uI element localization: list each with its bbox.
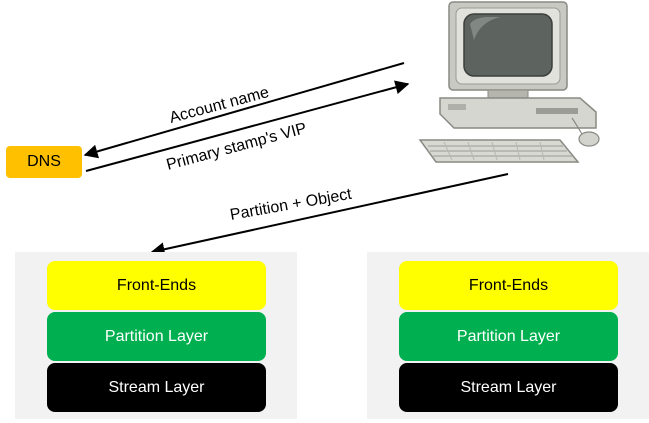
account-name-arrow [83, 62, 405, 159]
dns-box: DNS [6, 146, 82, 178]
dns-label: DNS [27, 153, 61, 170]
partition-object-arrow [150, 173, 509, 257]
storage-stamp-primary: Front-Ends Partition Layer Stream Layer [15, 252, 297, 419]
partition-object-label: Partition + Object [229, 186, 354, 224]
stream-layer: Stream Layer [47, 363, 266, 412]
front-ends-layer: Front-Ends [399, 261, 618, 310]
storage-stamp-secondary: Front-Ends Partition Layer Stream Layer [367, 252, 649, 419]
partition-layer: Partition Layer [47, 312, 266, 361]
stream-layer-label: Stream Layer [460, 378, 557, 396]
partition-layer-label: Partition Layer [104, 327, 209, 345]
partition-layer-label: Partition Layer [456, 327, 561, 345]
primary-vip-label: Primary stamp's VIP [165, 120, 309, 174]
computer-icon [418, 1, 600, 163]
stream-layer: Stream Layer [399, 363, 618, 412]
primary-vip-arrow [85, 80, 410, 172]
stream-layer-label: Stream Layer [108, 378, 205, 396]
front-ends-label: Front-Ends [468, 276, 549, 294]
front-ends-label: Front-Ends [116, 276, 197, 294]
front-ends-layer: Front-Ends [47, 261, 266, 310]
partition-layer: Partition Layer [399, 312, 618, 361]
